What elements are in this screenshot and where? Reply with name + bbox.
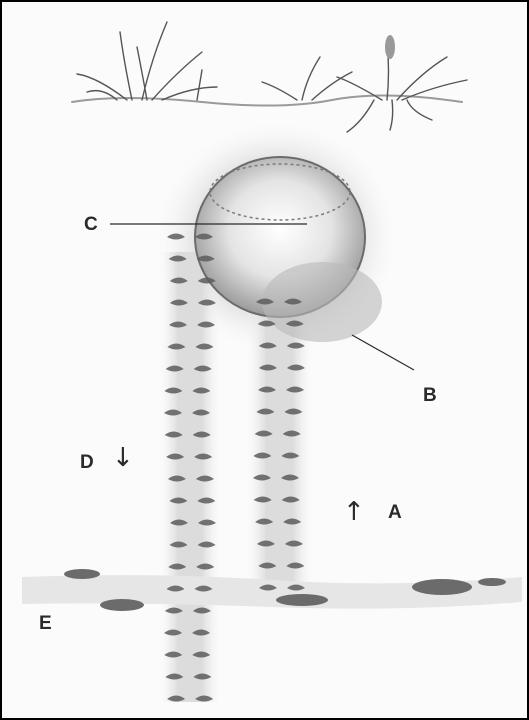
- label-d: D: [80, 453, 94, 472]
- label-b: B: [423, 386, 437, 405]
- label-c: C: [84, 215, 98, 234]
- chamber-lining: [262, 262, 382, 342]
- arrow-up-icon: ↑: [343, 499, 365, 525]
- surface-grass: [72, 22, 467, 132]
- arrow-down-icon: ↓: [112, 445, 134, 471]
- label-b-leader: [352, 335, 414, 370]
- label-a: A: [388, 503, 402, 522]
- label-e: E: [39, 614, 52, 633]
